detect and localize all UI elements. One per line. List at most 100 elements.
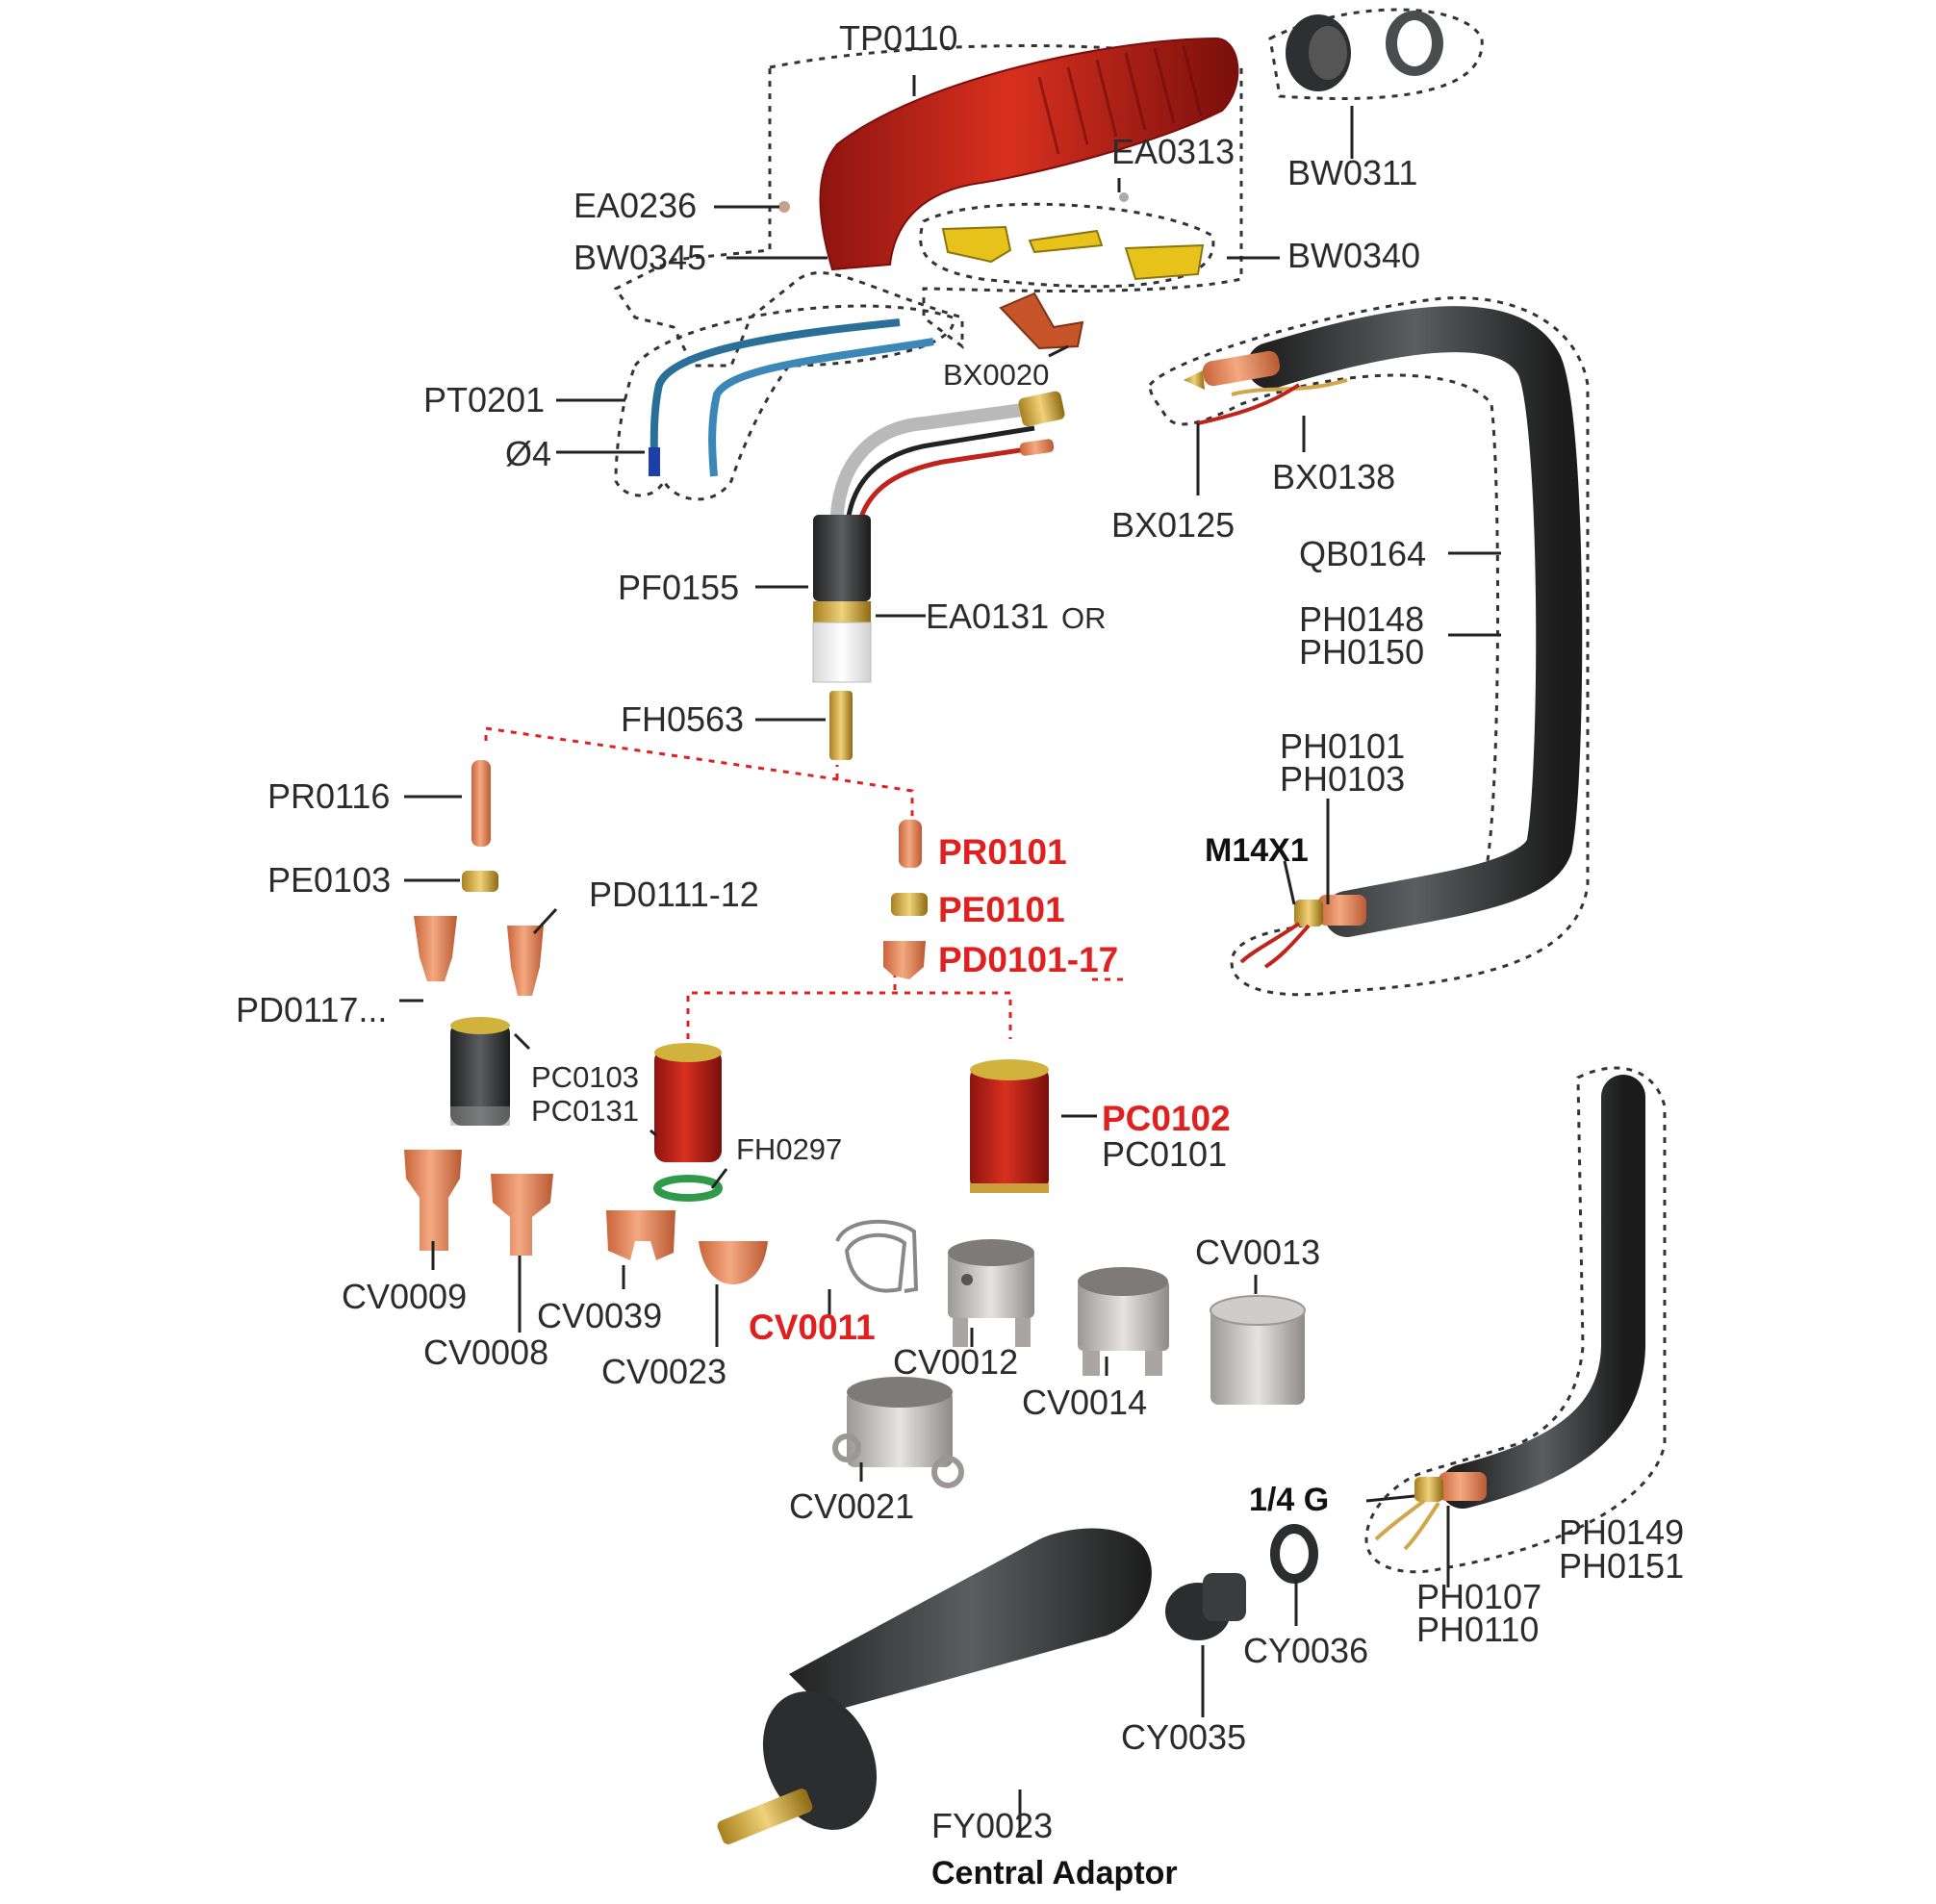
- label-pc0131: PC0131: [531, 1094, 639, 1128]
- label-m14x1: M14X1: [1205, 832, 1309, 869]
- qb0164-group-outline: [1148, 296, 1590, 997]
- label-g14: 1/4 G: [1249, 1482, 1329, 1518]
- bw0340-part-c: [1124, 243, 1205, 281]
- pe0101-part: [891, 893, 928, 916]
- label-ph0148: PH0148: [1299, 599, 1424, 639]
- label-pc0102: PC0102: [1102, 1099, 1231, 1138]
- pd0117-part: [414, 916, 457, 981]
- label-cv0039: CV0039: [537, 1296, 662, 1335]
- fh0297-oring: [653, 1175, 723, 1202]
- label-qb0164: QB0164: [1299, 534, 1426, 573]
- qb0164-upper-sleeve: [1202, 350, 1281, 387]
- bx0125-wire: [1197, 383, 1301, 425]
- cv0009-part: [404, 1150, 462, 1251]
- label-cv0008: CV0008: [423, 1333, 548, 1372]
- handle-group-outline: [613, 44, 1243, 368]
- pr0116-part: [471, 760, 491, 847]
- pd0111-12-part: [507, 926, 544, 996]
- label-d4: Ø4: [505, 434, 551, 473]
- label-pf0155: PF0155: [618, 568, 739, 607]
- label-cv0021: CV0021: [789, 1486, 914, 1526]
- ph0107-wires: [1374, 1499, 1440, 1551]
- pc0131-nozzle: [654, 1043, 722, 1162]
- label-tp0110: TP0110: [839, 18, 957, 58]
- bw0340-part-b: [1028, 229, 1104, 254]
- label-ea0131: EA0131: [926, 597, 1049, 636]
- cy0036-part: [1270, 1524, 1318, 1584]
- ea0236-screw: [778, 201, 790, 213]
- label-fh0297: FH0297: [736, 1132, 842, 1166]
- g14-fitting: [1414, 1477, 1443, 1502]
- torch-neck-fitting: [1018, 391, 1065, 427]
- label-cv0012: CV0012: [893, 1342, 1018, 1382]
- bw0340-part-a: [941, 225, 1012, 264]
- cv0039-part: [606, 1210, 675, 1260]
- label-pc0103: PC0103: [531, 1060, 639, 1094]
- qb0164-cable: [1247, 306, 1583, 937]
- pr0101-part: [899, 820, 922, 868]
- label-bx0125: BX0125: [1111, 505, 1235, 545]
- label-pc0101: PC0101: [1102, 1134, 1227, 1174]
- label-ph0103: PH0103: [1280, 759, 1405, 799]
- label-ph0107: PH0107: [1416, 1577, 1541, 1616]
- cv0013-part: [1210, 1295, 1306, 1405]
- torch-neck-cables: [829, 402, 1031, 540]
- cv0014-part: [1078, 1267, 1169, 1376]
- label-bx0138: BX0138: [1272, 457, 1395, 496]
- label-ea0236: EA0236: [573, 186, 697, 225]
- label-ph0149: PH0149: [1559, 1512, 1684, 1552]
- cv0012-part: [948, 1239, 1034, 1347]
- ph0149-cable: [1440, 1075, 1645, 1509]
- label-ea0313: EA0313: [1111, 132, 1235, 171]
- pt0201-tube-1: [650, 318, 901, 468]
- label-pe0103: PE0103: [267, 860, 391, 900]
- d4-tube-end: [649, 447, 660, 476]
- cy0035-part: [1165, 1573, 1246, 1640]
- pc0102-nozzle: [970, 1059, 1049, 1193]
- label-ph0151: PH0151: [1559, 1546, 1684, 1586]
- bx0138-wires: [1231, 378, 1348, 396]
- leader-lines: [399, 75, 1501, 1838]
- label-pe0101: PE0101: [938, 890, 1065, 929]
- label-cv0009: CV0009: [342, 1277, 467, 1316]
- label-cy0036: CY0036: [1243, 1631, 1368, 1670]
- torch-neck-copper-tip: [1019, 439, 1055, 456]
- torch-head-insulator: [812, 622, 872, 683]
- label-ph0150: PH0150: [1299, 632, 1424, 672]
- ea0131-oring: [813, 601, 871, 622]
- label-bw0311: BW0311: [1287, 153, 1417, 192]
- cv0023-part: [699, 1241, 768, 1284]
- fy0023-body: [789, 1528, 1152, 1713]
- bw0311-group-outline: [1268, 8, 1484, 100]
- m14x1-fitting: [1294, 900, 1323, 927]
- label-bw0340: BW0340: [1287, 236, 1420, 275]
- lower-cable-wires: [1239, 922, 1311, 969]
- label-fy0023: FY0023: [931, 1806, 1053, 1845]
- label-cv0014: CV0014: [1022, 1383, 1147, 1422]
- handle-tp0110: [819, 37, 1239, 271]
- pt0201-tube-2: [708, 338, 934, 477]
- cv0021-part: [832, 1377, 964, 1488]
- bw0340-group-outline: [919, 202, 1215, 289]
- label-pd0101-17: PD0101-17: [938, 940, 1118, 979]
- label-ph0101: PH0101: [1280, 726, 1405, 766]
- label-bx0020: BX0020: [943, 358, 1049, 392]
- label-pd0117: PD0117...: [236, 990, 387, 1029]
- ph0149-group-outline: [1364, 1066, 1667, 1574]
- pt0201-group-outline: [614, 304, 955, 501]
- label-pr0116: PR0116: [267, 776, 390, 816]
- label-ph0110: PH0110: [1416, 1610, 1539, 1649]
- qb0164-upper-tip: [1184, 370, 1205, 390]
- label-cy0035: CY0035: [1121, 1717, 1246, 1757]
- pc0103-nozzle: [450, 1017, 510, 1126]
- ph0107-sleeve: [1439, 1472, 1487, 1501]
- red-dashed-guide-bottom: [686, 991, 1012, 1039]
- label-cv0023: CV0023: [601, 1352, 726, 1391]
- label-pt0201: PT0201: [423, 380, 545, 419]
- ea0313-screw: [1119, 192, 1129, 202]
- bx0020-part: [999, 292, 1084, 350]
- label-central-adaptor: Central Adaptor: [931, 1855, 1178, 1891]
- label-bw0345: BW0345: [573, 238, 706, 277]
- ph0101-lower-sleeve: [1318, 895, 1366, 926]
